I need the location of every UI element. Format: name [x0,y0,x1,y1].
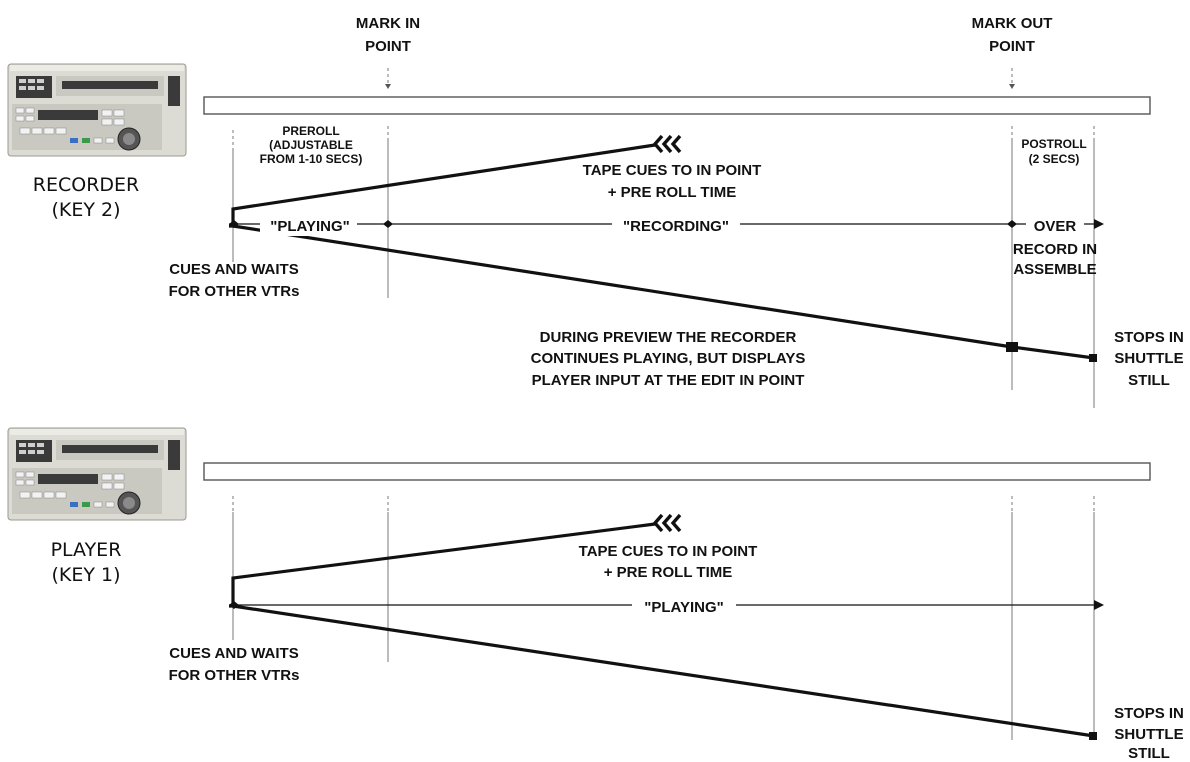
recorder-playing-bg [260,212,357,236]
player-playing-bg [632,593,736,617]
preview-note-line-2: CONTINUES PLAYING, BUT DISPLAYS [531,350,806,367]
postroll-line-2: (2 SECS) [1029,152,1080,166]
recorder-over-bg [1026,212,1084,236]
vtr-deck-icon [7,63,187,157]
mark-out-line-2: POINT [989,38,1035,55]
player-stops-line-2: SHUTTLE [1114,726,1183,743]
recorder-cues-waits-line-2: FOR OTHER VTRs [169,283,300,300]
recorder-tape-cues-line-1: TAPE CUES TO IN POINT [583,162,762,179]
recorder-recording-bg [612,212,740,236]
recorder-cues-waits-line-1: CUES AND WAITS [169,261,298,278]
recorder-preview-path [232,224,1013,349]
player-cues-waits-line-2: FOR OTHER VTRs [169,667,300,684]
player-start-node [229,601,239,609]
player-stop-marker [1089,732,1097,740]
recorder-out-marker [1006,342,1018,352]
preroll-line-3: FROM 1-10 SECS) [260,152,363,166]
recorder-stops-line-1: STOPS IN [1114,329,1184,346]
mark-out-arrowhead [1009,84,1015,89]
recorder-stops-line-2: SHUTTLE [1114,350,1183,367]
player-device-label-line-2: (KEY 1) [51,564,120,586]
recorder-out-node [1007,220,1017,228]
mark-out-point-label: MARK OUT POINT [972,15,1053,55]
mark-in-arrowhead [385,84,391,89]
player-tape-cues-line-2: + PRE ROLL TIME [604,564,733,581]
recorder-recording-label: "RECORDING" [623,218,729,235]
recorder-cue-path [229,143,656,228]
postroll-line-1: POSTROLL [1021,137,1086,151]
recorder-over-line-1: OVER [1034,218,1077,235]
preview-note-line-1: DURING PREVIEW THE RECORDER [540,329,797,346]
preview-note-line-3: PLAYER INPUT AT THE EDIT IN POINT [532,372,805,389]
player-arrowhead [1094,600,1104,610]
recorder-tape-cues-line-2: + PRE ROLL TIME [608,184,737,201]
recorder-timeline-bar [203,96,1151,115]
player-playing-label: "PLAYING" [644,599,724,616]
mark-in-line-2: POINT [365,38,411,55]
triple-chevron-rewind-icon [652,513,682,533]
vtr-deck-icon [7,427,187,521]
preroll-line-1: PREROLL [282,124,339,138]
recorder-device-label-line-1: RECORDER [33,174,139,196]
recorder-stops-line-3: STILL [1128,372,1170,389]
recorder-over-line-2: RECORD IN [1013,241,1097,258]
mark-out-line-1: MARK OUT [972,15,1053,32]
player-cue-path [229,522,656,608]
player-tape-cues-line-1: TAPE CUES TO IN POINT [579,543,758,560]
player-stops-line-3: STILL [1128,745,1170,762]
player-timeline-bar [203,462,1151,481]
recorder-device-label-line-2: (KEY 2) [51,199,120,221]
preroll-line-2: (ADJUSTABLE [269,138,353,152]
player-stops-line-1: STOPS IN [1114,705,1184,722]
recorder-playing-label: "PLAYING" [270,218,350,235]
mark-in-line-1: MARK IN [356,15,420,32]
recorder-stop-path [1011,345,1095,360]
recorder-start-node [229,220,239,228]
recorder-stop-marker [1089,354,1097,362]
player-stop-path [232,604,1095,738]
recorder-over-line-3: ASSEMBLE [1013,261,1096,278]
player-cues-waits-line-1: CUES AND WAITS [169,645,298,662]
triple-chevron-rewind-icon [652,134,682,154]
recorder-arrowhead [1094,219,1104,229]
preview-note-bg [512,324,834,392]
recorder-in-node [383,220,393,228]
player-device-label-line-1: PLAYER [51,539,122,561]
mark-in-point-label: MARK IN POINT [356,15,420,55]
